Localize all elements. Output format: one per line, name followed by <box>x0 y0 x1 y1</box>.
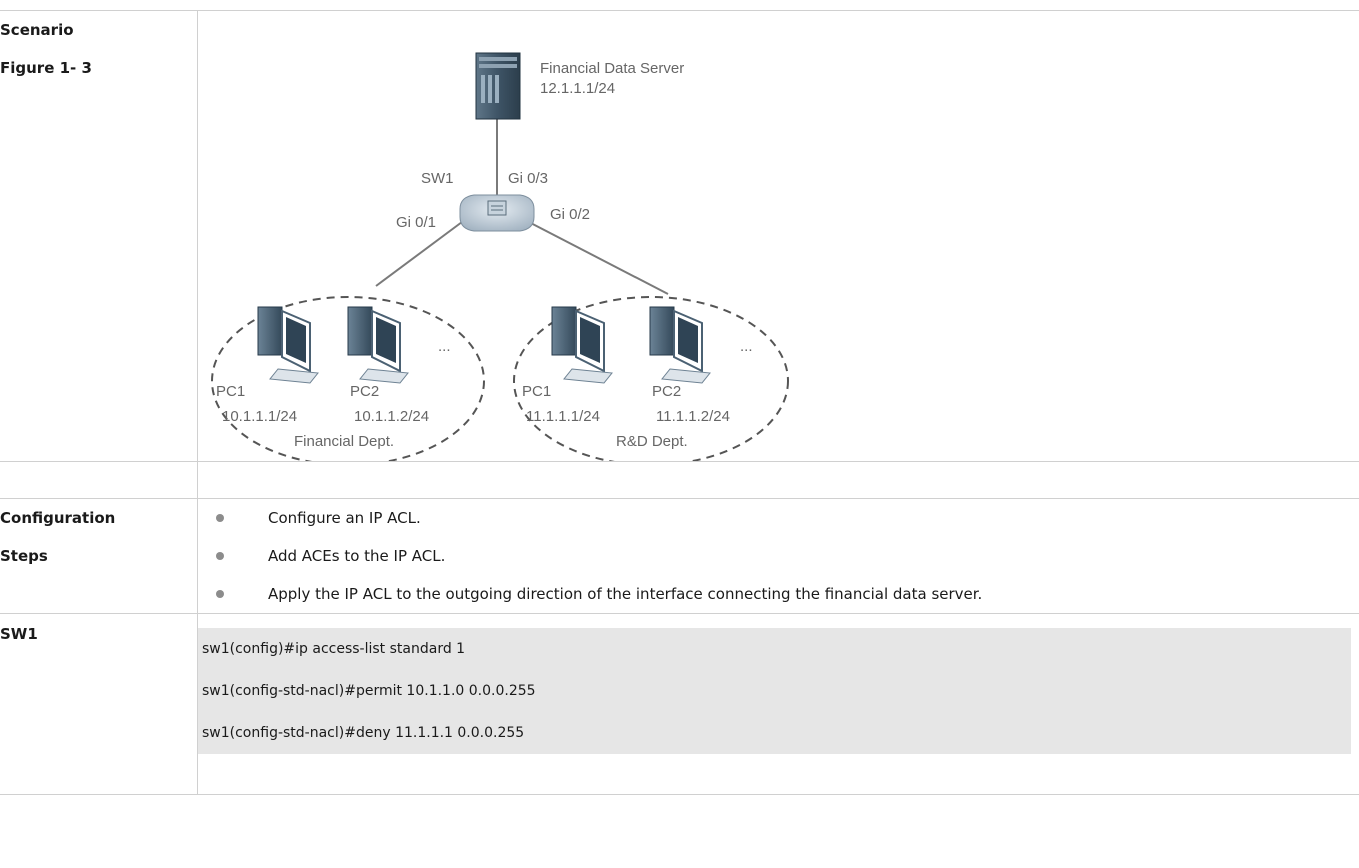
financial-pc1-ip: 10.1.1.1/24 <box>222 408 297 425</box>
sw1-row: SW1 sw1(config)#ip access-list standard … <box>0 613 1359 795</box>
scenario-figure-cell: Financial Data Server 12.1.1.1/24 SW1 Gi… <box>197 10 1359 462</box>
financial-dept-group <box>211 296 485 461</box>
code-line: sw1(config)#ip access-list standard 1 <box>202 641 466 657</box>
empty-row <box>0 461 1359 499</box>
link-switch-financial <box>375 218 467 287</box>
network-topology-figure: Financial Data Server 12.1.1.1/24 SW1 Gi… <box>198 11 1359 461</box>
list-item: Apply the IP ACL to the outgoing directi… <box>216 575 1359 613</box>
port-gi03: Gi 0/3 <box>508 170 548 187</box>
sw1-label-cell: SW1 <box>0 613 198 795</box>
rd-pc2-ip: 11.1.1.2/24 <box>656 408 730 425</box>
scenario-row: Scenario Figure 1- 3 <box>0 10 1359 462</box>
config-steps-label-cell: Configuration Steps <box>0 498 198 614</box>
scenario-label-cell: Scenario Figure 1- 3 <box>0 10 198 462</box>
rd-dept-label: R&D Dept. <box>616 433 688 450</box>
server-ip: 12.1.1.1/24 <box>540 80 615 97</box>
rd-pc2-name: PC2 <box>652 383 681 400</box>
config-label: Configuration <box>0 509 116 527</box>
bullet-icon <box>216 590 224 598</box>
step-text: Configure an IP ACL. <box>268 509 421 527</box>
link-switch-rd <box>522 218 669 295</box>
figure-number: Figure 1- 3 <box>0 59 92 77</box>
steps-label: Steps <box>0 547 48 565</box>
financial-pc2-icon <box>347 306 409 384</box>
financial-pc2-ip: 10.1.1.2/24 <box>354 408 429 425</box>
code-line: sw1(config-std-nacl)#permit 10.1.1.0 0.0… <box>202 683 536 699</box>
list-item: Configure an IP ACL. <box>216 499 1359 537</box>
rd-more-indicator: ... <box>740 338 753 355</box>
code-line: sw1(config-std-nacl)#deny 11.1.1.1 0.0.0… <box>202 725 525 741</box>
switch-icon <box>459 194 535 232</box>
bullet-icon <box>216 514 224 522</box>
empty-label-cell <box>0 461 198 499</box>
financial-pc2-name: PC2 <box>350 383 379 400</box>
rd-pc2-icon <box>649 306 711 384</box>
step-text: Add ACEs to the IP ACL. <box>268 547 446 565</box>
config-steps-cell: Configure an IP ACL. Add ACEs to the IP … <box>197 498 1359 614</box>
list-item: Add ACEs to the IP ACL. <box>216 537 1359 575</box>
rd-pc1-icon <box>551 306 613 384</box>
step-text: Apply the IP ACL to the outgoing directi… <box>268 585 983 603</box>
port-gi01: Gi 0/1 <box>396 214 436 231</box>
rd-pc1-name: PC1 <box>522 383 551 400</box>
sw1-code-cell: sw1(config)#ip access-list standard 1 sw… <box>197 613 1359 795</box>
rd-pc1-ip: 11.1.1.1/24 <box>526 408 600 425</box>
code-block: sw1(config)#ip access-list standard 1 sw… <box>198 628 1351 754</box>
switch-name: SW1 <box>421 170 454 187</box>
document-table: Scenario Figure 1- 3 <box>0 10 1359 795</box>
financial-more-indicator: ... <box>438 338 451 355</box>
scenario-label: Scenario <box>0 21 74 39</box>
financial-dept-label: Financial Dept. <box>294 433 394 450</box>
financial-pc1-icon <box>257 306 319 384</box>
bullet-icon <box>216 552 224 560</box>
financial-pc1-name: PC1 <box>216 383 245 400</box>
topology-diagram: Financial Data Server 12.1.1.1/24 SW1 Gi… <box>211 52 789 461</box>
port-gi02: Gi 0/2 <box>550 206 590 223</box>
server-icon <box>475 52 521 120</box>
sw1-label: SW1 <box>0 625 38 643</box>
steps-list: Configure an IP ACL. Add ACEs to the IP … <box>198 499 1359 613</box>
server-name: Financial Data Server <box>540 60 684 77</box>
config-steps-row: Configuration Steps Configure an IP ACL.… <box>0 498 1359 614</box>
empty-content-cell <box>197 461 1359 499</box>
rd-dept-group <box>513 296 789 461</box>
